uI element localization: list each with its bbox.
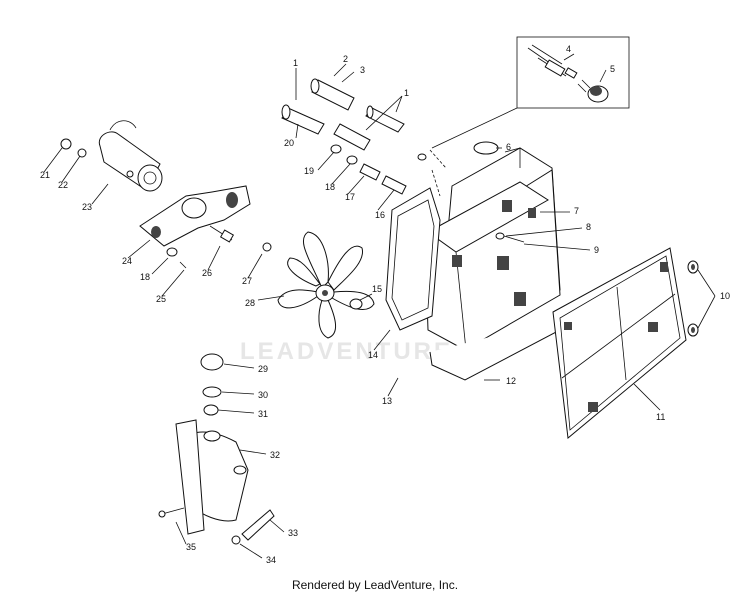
callout-25: 25	[156, 294, 166, 304]
callout-11: 11	[656, 412, 665, 422]
fan-nut-part[interactable]	[349, 298, 363, 310]
callout-13: 13	[382, 396, 392, 406]
callout-18a: 18	[325, 182, 335, 192]
fan-motor-part[interactable]	[98, 120, 163, 192]
callout-6: 6	[506, 142, 511, 152]
callout-3: 3	[360, 65, 365, 75]
temperature-switch-part[interactable]	[577, 79, 609, 103]
callout-24: 24	[122, 256, 132, 266]
inset-box	[431, 36, 630, 149]
overflow-bottle-part[interactable]	[175, 419, 249, 535]
callout-8: 8	[586, 222, 591, 232]
callout-28: 28	[245, 298, 255, 308]
reservoir-screw-part[interactable]	[158, 507, 185, 518]
motor-bracket-part[interactable]	[139, 185, 251, 247]
callout-30: 30	[258, 390, 268, 400]
hose-clamp-part[interactable]	[333, 105, 405, 151]
callout-33: 33	[288, 528, 298, 538]
callout-29: 29	[258, 364, 268, 374]
callout-31: 31	[258, 409, 268, 419]
radiator-bolt-part[interactable]	[495, 232, 525, 243]
callout-15: 15	[372, 284, 382, 294]
fittings-part[interactable]	[330, 144, 427, 195]
callout-17: 17	[345, 192, 355, 202]
callout-34: 34	[266, 555, 276, 565]
callout-2: 2	[343, 54, 348, 64]
callout-21: 21	[40, 170, 50, 180]
callout-7: 7	[574, 206, 579, 216]
callout-23: 23	[82, 202, 92, 212]
radiator-screen-part[interactable]	[552, 247, 687, 439]
overflow-hose-part[interactable]	[231, 509, 275, 545]
callout-4: 4	[566, 44, 571, 54]
radiator-part[interactable]	[424, 147, 561, 381]
callout-14: 14	[368, 350, 378, 360]
hose-part[interactable]	[281, 104, 325, 135]
callout-5: 5	[610, 64, 615, 74]
callout-10: 10	[720, 291, 730, 301]
callout-22: 22	[58, 180, 68, 190]
callout-18b: 18	[140, 272, 150, 282]
footer-credit: Rendered by LeadVenture, Inc.	[291, 578, 459, 592]
callout-1b: 1	[404, 88, 409, 98]
callout-9: 9	[594, 245, 599, 255]
bracket-bolt-part[interactable]	[209, 225, 235, 243]
reservoir-cap-part[interactable]	[200, 353, 224, 416]
callout-20: 20	[284, 138, 294, 148]
upper-hose-part[interactable]	[310, 78, 355, 111]
callout-16: 16	[375, 210, 385, 220]
callout-1a: 1	[293, 58, 298, 68]
callout-35: 35	[186, 542, 196, 552]
callout-12: 12	[506, 376, 516, 386]
grommet-part[interactable]	[687, 260, 699, 337]
leader-lines	[43, 53, 716, 559]
callout-19: 19	[304, 166, 314, 176]
watermark: LEADVENTURE	[240, 338, 454, 365]
callout-labels: 1 2 3 1 4 5 6 7 8 9 10 11 12 13 14 15 16…	[40, 44, 730, 565]
nuts-washers-part[interactable]	[60, 138, 272, 269]
callout-26: 26	[202, 268, 212, 278]
callout-32: 32	[270, 450, 280, 460]
callout-27: 27	[242, 276, 252, 286]
wire-connector-part[interactable]	[527, 44, 578, 79]
fan-shroud-part[interactable]	[385, 187, 441, 331]
fan-blade-part[interactable]	[277, 231, 375, 339]
